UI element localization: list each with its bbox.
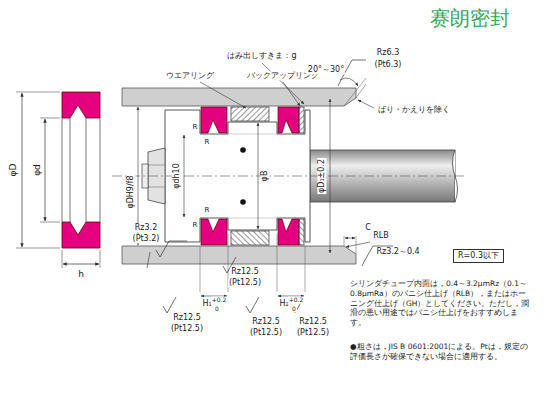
radius-label: R (192, 123, 199, 131)
dimension-label: φDH9/f8 (126, 174, 135, 209)
dimension-label: φdh10 (172, 162, 181, 190)
dimension-label: C (364, 223, 372, 232)
note-label: R=0.3以下 (458, 251, 499, 261)
roughness-label: Rz3.2～0.4 (375, 247, 420, 256)
roughness-label: Rz12.5 (251, 317, 281, 326)
note-box: R=0.3以下 (453, 249, 504, 263)
roughness-label: Rz12.5 (298, 317, 328, 326)
roughness-symbol (156, 60, 393, 313)
tolerance-label: +0.2 (211, 297, 228, 304)
roughness-label: (Pt3.2) (132, 234, 161, 243)
radius-label: R (204, 138, 211, 146)
dimension-label: φD (8, 163, 18, 178)
radius-label: R (192, 221, 199, 229)
angle-label: 20°～30° (307, 65, 345, 74)
watermark: 赛朗密封 (429, 7, 511, 30)
roughness-label: Rz12.5 (172, 313, 202, 322)
roughness-label: (Pt12.5) (296, 328, 330, 337)
finish-label: RLB (372, 231, 390, 240)
roughness-label: Rz12.5 (230, 267, 260, 276)
part-label: ウエアリング (165, 71, 215, 80)
tolerance-label: 0 (291, 306, 297, 313)
dimension-label: φD₁±0.2 (317, 158, 326, 194)
roughness-label: Rz3.2 (134, 223, 158, 232)
dimension-label: h (77, 269, 85, 279)
note-label: ばり・かえりを除く (377, 105, 451, 114)
seal-section (16, 92, 100, 268)
part-label: はみ出しすきま：g (226, 51, 297, 60)
note-text: ●粗さは，JIS B 0601:2001による。Ptは，規定の評価長さが確保でき… (349, 342, 531, 362)
roughness-label: (Pt12.5) (170, 324, 204, 333)
roughness-label: (Pt6.3) (374, 60, 403, 69)
radius-label: R (204, 206, 211, 214)
tolerance-label: 0 (214, 306, 220, 313)
roughness-label: Rz6.3 (376, 48, 400, 57)
roughness-label: (Pt12.5) (249, 328, 283, 337)
note-text: シリンダチューブ内面は，0.4～3.2μmRz（0.1～0.8μmRa）のバニシ… (349, 279, 531, 328)
dimension-label: φB (260, 170, 269, 183)
dimension-label: φd (32, 163, 42, 177)
roughness-label: (Pt12.5) (228, 278, 262, 287)
tolerance-label: +0.2 (288, 297, 305, 304)
seal-set (201, 107, 304, 133)
